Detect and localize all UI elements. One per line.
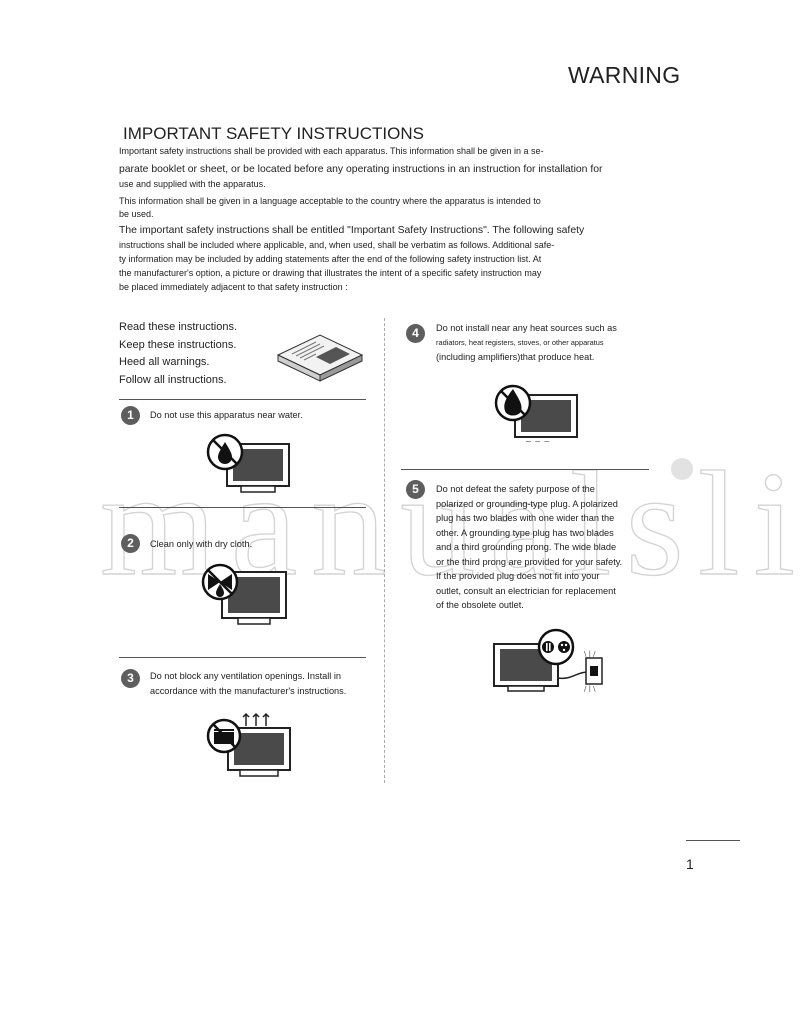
item-number-badge: 2 — [121, 534, 140, 553]
item-text: Do not defeat the safety purpose of the … — [436, 482, 622, 613]
item-line: If the provided plug does not fit into y… — [436, 571, 600, 581]
item-text: Clean only with dry cloth. — [150, 537, 252, 552]
intro-line: The important safety instructions shall … — [119, 225, 585, 236]
item-line: radiators, heat registers, stoves, or ot… — [436, 337, 604, 347]
intro-line: Important safety instructions shall be p… — [119, 146, 544, 156]
booklet-icon — [276, 334, 364, 382]
column-divider — [384, 318, 385, 783]
item-text: Do not use this apparatus near water. — [150, 408, 303, 423]
item-line: Do not use this apparatus near water. — [150, 410, 303, 420]
item-line: Clean only with dry cloth. — [150, 539, 253, 549]
item-line: Do not install near any heat sources suc… — [436, 323, 617, 333]
tv-plug-icon: \ | / / | \ — [493, 628, 603, 692]
read-list-item: Read these instructions. — [119, 321, 238, 333]
item-line: polarized or grounding-type plug. A pola… — [436, 498, 618, 509]
page-number: 1 — [686, 856, 694, 872]
item-line: Do not defeat the safety purpose of the — [436, 484, 595, 494]
item-text: Do not block any ventilation openings. I… — [150, 669, 346, 698]
intro-line: the manufacturer's option, a picture or … — [119, 268, 542, 278]
divider-line — [119, 399, 366, 400]
svg-text:/ | \: / | \ — [584, 685, 596, 692]
intro-line: instructions shall be included where app… — [119, 240, 555, 250]
read-list-item: Heed all warnings. — [119, 356, 210, 368]
read-list-item: Follow all instructions. — [119, 373, 227, 386]
intro-line: use and supplied with the apparatus. — [119, 179, 266, 189]
divider-line — [401, 469, 649, 470]
read-list: Read these instructions. Keep these inst… — [119, 319, 237, 389]
item-line: other. A grounding type plug has two bla… — [436, 527, 614, 538]
intro-line: ty information may be included by adding… — [119, 254, 542, 264]
divider-line — [119, 657, 366, 658]
item-line: or the third prong are provided for your… — [436, 556, 623, 567]
intro-line: parate booklet or sheet, or be located b… — [119, 164, 603, 175]
item-number-badge: 5 — [406, 480, 425, 499]
item-number-badge: 3 — [121, 669, 140, 688]
tv-cloth-icon — [201, 563, 287, 625]
watermark-dot — [671, 458, 693, 480]
item-line: accordance with the manufacturer's instr… — [150, 685, 347, 696]
item-line: and a third grounding prong. The wide bl… — [436, 542, 617, 552]
item-line: outlet, consult an electrician for repla… — [436, 585, 616, 596]
divider-line — [119, 507, 366, 508]
item-text: Do not install near any heat sources suc… — [436, 321, 617, 365]
item-line: plug has two blades with one wider than … — [436, 513, 615, 523]
page-title: WARNING — [568, 62, 681, 88]
footer-rule — [686, 840, 740, 841]
tv-ventilation-icon — [206, 712, 291, 777]
intro-line: be used. — [119, 209, 154, 219]
item-line: Do not block any ventilation openings. I… — [150, 671, 342, 681]
svg-text:\ | /: \ | / — [584, 650, 596, 658]
section-heading: IMPORTANT SAFETY INSTRUCTIONS — [123, 124, 424, 143]
item-line: (including amplifiers)that produce heat. — [436, 352, 595, 362]
intro-line: This information shall be given in a lan… — [119, 196, 541, 206]
intro-line: be placed immediately adjacent to that s… — [119, 282, 348, 292]
svg-text:~ ~ ~: ~ ~ ~ — [525, 437, 550, 445]
tv-water-icon — [206, 433, 290, 493]
read-list-item: Keep these instructions. — [119, 338, 237, 351]
item-number-badge: 1 — [121, 406, 140, 425]
item-line: of the obsolete outlet. — [436, 600, 524, 610]
item-number-badge: 4 — [406, 324, 425, 343]
tv-heat-icon: ~ ~ ~ — [494, 384, 578, 445]
